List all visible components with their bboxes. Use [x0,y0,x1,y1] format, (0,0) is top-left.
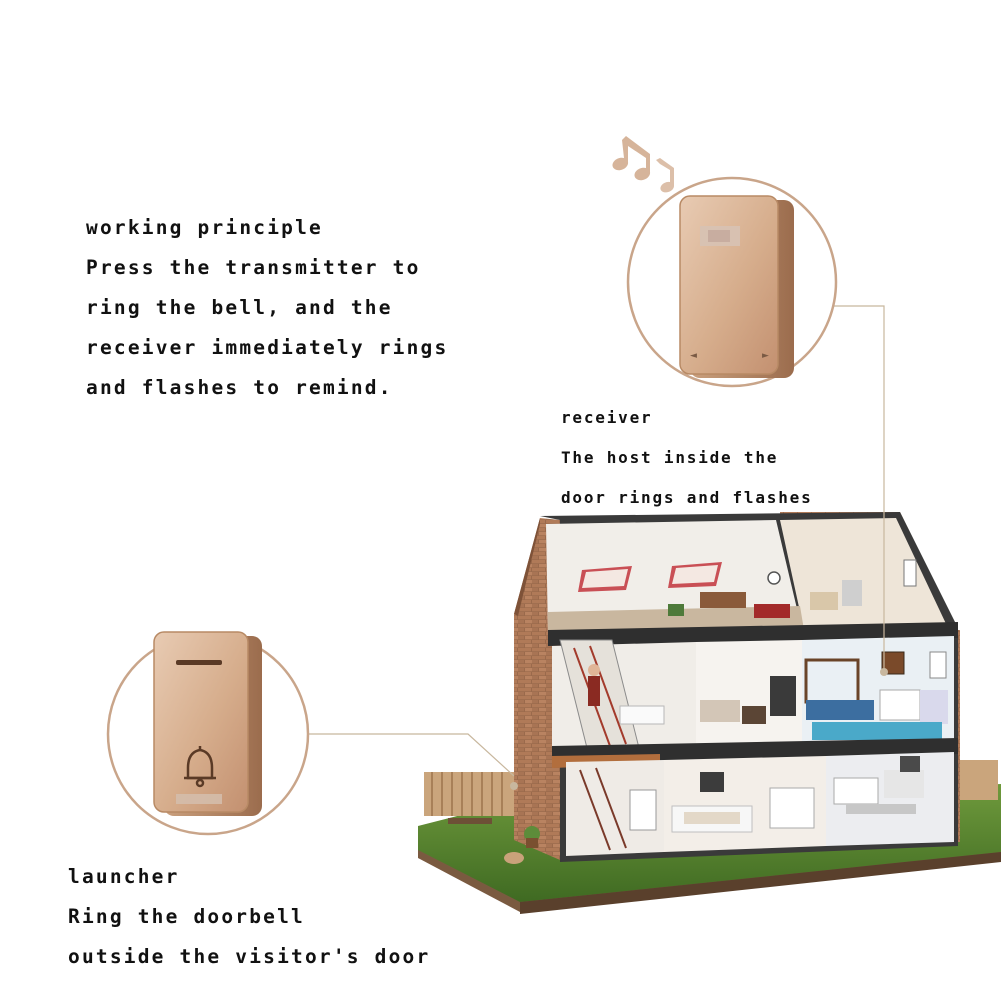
launcher-pointer-dot [510,782,518,790]
principle-line: receiver immediately rings [86,336,449,359]
receiver-line: The host inside the [561,448,779,467]
receiver-heading: receiver [561,408,653,427]
launcher-caption: launcher Ring the doorbell outside the v… [68,857,430,977]
working-principle-text: working principle Press the transmitter … [86,208,448,408]
svg-text:◄: ◄ [690,351,697,361]
principle-line: and flashes to remind. [86,376,393,399]
bell-icon [184,746,216,788]
garden-fence [424,760,998,824]
receiver-device: ◄ ► [626,176,838,388]
receiver-line: door rings and flashes [561,488,813,507]
music-note-icon [612,136,675,193]
callout-lines [308,305,885,777]
receiver-pointer-dot [880,668,888,676]
launcher-line: Ring the doorbell [68,905,305,928]
principle-line: ring the bell, and the [86,296,393,319]
launcher-device [106,631,310,836]
faint-header-marking [330,36,334,46]
principle-line: Press the transmitter to [86,256,421,279]
receiver-caption: receiver The host inside the door rings … [561,398,813,518]
launcher-line: outside the visitor's door [68,945,431,968]
launcher-heading: launcher [68,865,180,888]
principle-heading: working principle [86,216,323,239]
svg-text:►: ► [762,351,769,361]
house-cutaway [504,512,958,864]
